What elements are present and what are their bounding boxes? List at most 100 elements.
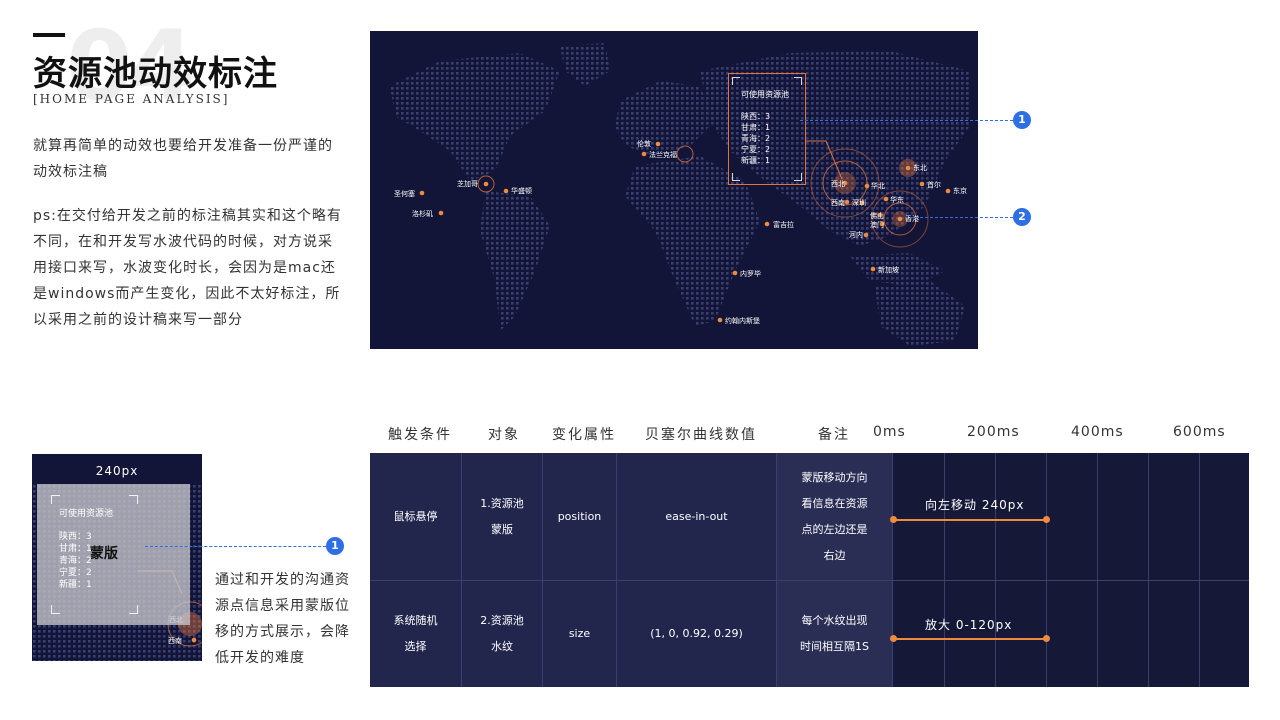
preview-city-dot <box>191 637 197 643</box>
city-label: 澳门 <box>870 221 884 229</box>
grid-line <box>995 453 996 687</box>
table-cell-bezier: ease-in-out <box>617 453 777 581</box>
ps-text: ps:在交付给开发之前的标注稿其实和这个略有不同，在和开发写水波代码的时候，对方… <box>33 208 342 328</box>
preview-annotation-marker[interactable]: 1 <box>326 537 344 555</box>
city-label: 香港 <box>905 215 919 223</box>
intro-text: 就算再简单的动效也要给开发准备一份严谨的动效标注稿 <box>33 138 333 180</box>
corner-bracket <box>129 495 138 504</box>
city-label: 佛山 <box>870 212 884 220</box>
grid-line <box>1046 453 1047 687</box>
mask-pool-list: 陕西：3 甘肃：1 青海：2 宁夏：2 新疆：1 <box>59 531 92 591</box>
city-label: 东北 <box>913 164 927 172</box>
mask-overlay: 可使用资源池 陕西：3 甘肃：1 青海：2 宁夏：2 新疆：1 蒙版 <box>37 484 190 625</box>
mask-explanation: 通过和开发的沟通资源点信息采用蒙版位移的方式展示，会降低开发的难度 <box>215 572 350 666</box>
pool-list: 陕西：3 甘肃：1 青海：2 宁夏：2 新疆：1 <box>741 111 770 166</box>
tick-400ms: 400ms <box>1071 424 1124 440</box>
timeline-bar-1 <box>893 519 1046 521</box>
tick-600ms: 600ms <box>1173 424 1226 440</box>
pool-item: 甘肃：1 <box>59 544 92 554</box>
resource-pool-card: 可使用资源池 陕西：3 甘肃：1 青海：2 宁夏：2 新疆：1 <box>728 73 806 185</box>
header-note: 备注 <box>818 427 850 443</box>
city-label: 内罗毕 <box>740 270 761 278</box>
header-property: 变化属性 <box>552 427 616 443</box>
city-label: 河内 <box>849 231 863 239</box>
grid-line <box>944 453 945 687</box>
grid-line <box>1199 453 1200 687</box>
mask-label: 蒙版 <box>90 546 118 562</box>
city-label: 圣何塞 <box>394 190 415 198</box>
pool-item: 新疆：1 <box>741 156 771 165</box>
ripple-ring <box>477 175 495 193</box>
world-map: 可使用资源池 陕西：3 甘肃：1 青海：2 宁夏：2 新疆：1 伦敦 法兰克福 … <box>370 31 978 349</box>
city-dots <box>419 141 951 323</box>
city-label: 芝加哥 <box>457 180 478 188</box>
city-label: 伦敦 <box>637 140 651 148</box>
corner-bracket <box>51 605 60 614</box>
pool-item: 宁夏：2 <box>741 145 771 154</box>
pool-item: 甘肃：1 <box>741 123 771 132</box>
annotation-marker-2[interactable]: 2 <box>1013 208 1031 226</box>
page-title: 资源池动效标注 <box>33 54 278 94</box>
mask-preview: 240px 西北 西南 可使用资源池 陕西：3 甘肃：1 青海：2 宁夏：2 新… <box>32 454 202 661</box>
section-number: 04 <box>66 10 196 122</box>
timeline-end-dot <box>1043 635 1050 642</box>
table-cell-trigger: 系统随机选择 <box>370 581 462 687</box>
timeline-start-dot <box>890 516 897 523</box>
table-cell-object: 1.资源池蒙版 <box>462 453 543 581</box>
ripple-ring <box>871 190 929 248</box>
table-cell-note: 每个水纹出现时间相互隔1S <box>777 581 893 687</box>
pool-item: 新疆：1 <box>59 580 92 590</box>
table-cell-property: position <box>543 453 617 581</box>
city-label: 西南 <box>831 199 845 207</box>
header-trigger: 触发条件 <box>388 427 452 443</box>
grid-line <box>1097 453 1098 687</box>
city-label: 深圳 <box>852 199 866 207</box>
city-label: 新加坡 <box>878 266 899 274</box>
corner-bracket <box>732 77 740 85</box>
city-label: 华东 <box>890 196 904 204</box>
title-dash <box>33 33 65 37</box>
corner-bracket <box>794 77 802 85</box>
ripple-ring <box>883 202 917 236</box>
mask-pool-title: 可使用资源池 <box>59 509 114 519</box>
table-cell-property: size <box>543 581 617 687</box>
world-map-dots <box>390 43 970 346</box>
pool-item: 陕西：3 <box>59 532 92 542</box>
timeline-start-dot <box>890 635 897 642</box>
city-label: 洛杉矶 <box>412 210 433 218</box>
ripple-ring <box>822 160 868 206</box>
city-label: 华盛顿 <box>511 187 532 195</box>
pool-item: 青海：2 <box>741 134 771 143</box>
ripple-ring <box>676 145 694 163</box>
timeline-bar-2 <box>893 638 1046 640</box>
annotation-line-1 <box>800 120 1013 121</box>
corner-bracket <box>732 173 740 181</box>
city-label: 东京 <box>953 187 967 195</box>
city-label: 西北 <box>831 180 845 188</box>
width-label: 240px <box>95 464 139 478</box>
corner-bracket <box>129 605 138 614</box>
page-subtitle: [HOME PAGE ANALYSIS] <box>33 92 230 106</box>
table-cell-trigger: 鼠标悬停 <box>370 453 462 581</box>
city-label: 华北 <box>871 182 885 190</box>
timeline-label-2: 放大 0-120px <box>925 618 1013 632</box>
preview-annotation-line <box>145 546 326 547</box>
pool-item: 宁夏：2 <box>59 568 92 578</box>
city-label: 首尔 <box>927 181 941 189</box>
table-cell-note: 蒙版移动方向看信息在资源 点的左边还是右边 <box>777 453 893 581</box>
table-cell-object: 2.资源池水纹 <box>462 581 543 687</box>
preview-city-label: 西南 <box>168 637 182 645</box>
annotation-marker-1[interactable]: 1 <box>1013 111 1031 129</box>
timeline-label-1: 向左移动 240px <box>925 498 1025 512</box>
animation-spec-table: 鼠标悬停 1.资源池蒙版 position ease-in-out 蒙版移动方向… <box>370 453 1249 687</box>
tick-200ms: 200ms <box>967 424 1020 440</box>
pool-title: 可使用资源池 <box>741 90 789 99</box>
grid-line <box>1148 453 1149 687</box>
annotation-line-2 <box>905 217 1013 218</box>
row-divider <box>370 580 1249 581</box>
timeline-grid: 向左移动 240px 放大 0-120px <box>890 453 1249 687</box>
corner-bracket <box>51 495 60 504</box>
ripple-ring <box>810 148 880 218</box>
header-object: 对象 <box>488 427 520 443</box>
timeline-end-dot <box>1043 516 1050 523</box>
